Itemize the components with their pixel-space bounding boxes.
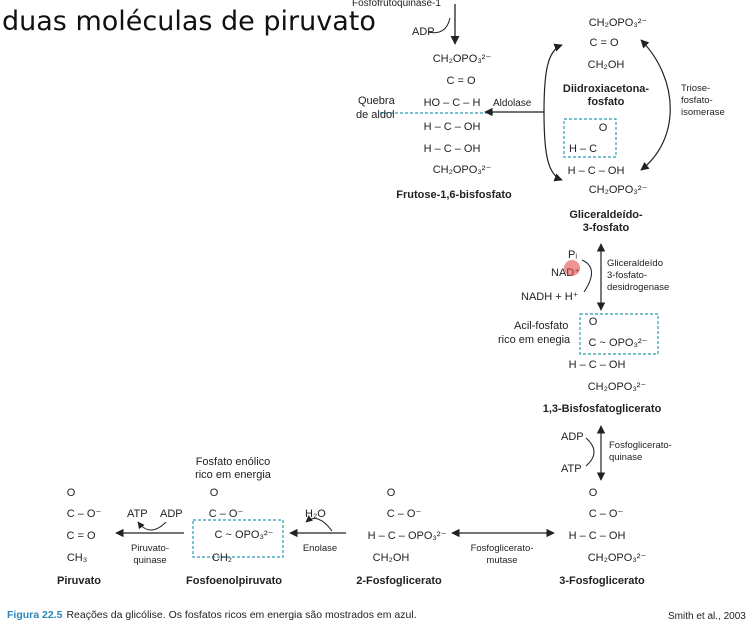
pg3-name: 3-Fosfoglicerato [559, 575, 645, 587]
structure-row: C = O [446, 75, 475, 87]
water-curve [305, 515, 333, 532]
bpg-structure: O C ~ OPO₃²⁻ H – C – OH CH₂OPO₃²⁻ [569, 316, 648, 393]
structure-row: C = O [589, 37, 618, 49]
structure-row: C – O⁻ [387, 508, 422, 520]
cleavage-label: Quebra [358, 95, 396, 107]
slide-title: duas moléculas de piruvato [2, 6, 376, 37]
pg3-structure: O C – O⁻ H – C – OH CH₂OPO₃²⁻ [569, 487, 647, 564]
structure-row: CH₂OPO₃²⁻ [589, 184, 648, 196]
adp-label: ADP [412, 26, 435, 38]
pep-label: rico em energia [195, 469, 272, 481]
adp-label: ADP [561, 431, 584, 443]
isomerase-label: fosfato- [681, 95, 713, 106]
structure-row: O [67, 487, 76, 499]
structure-row: O [589, 316, 598, 328]
pk-enzyme: quinase [133, 555, 166, 566]
structure-row: H – C – OH [568, 165, 625, 177]
isomerase-label: Triose- [681, 83, 710, 94]
dihidroxi-name: Diidroxiacetona- [563, 83, 650, 95]
dihidroxi-structure: CH₂OPO₃²⁻ C = O CH₂OH [588, 17, 648, 71]
structure-row: C ~ OPO₃²⁻ [589, 337, 648, 349]
dihidroxi-name: fosfato [588, 96, 625, 108]
structure-row: H – C – OH [424, 121, 481, 133]
bpg-label: rico em enegia [498, 334, 571, 346]
frutose-structure: CH₂OPO₃²⁻ C = O HO – C – H H – C – OH H … [424, 53, 492, 176]
gapdh-enzyme: desidrogenase [607, 282, 669, 293]
pgk-curve [585, 437, 595, 467]
structure-row: O [599, 122, 608, 134]
pep-structure: O C – O⁻ C ~ OPO₃²⁻ CH₂ [209, 487, 274, 564]
structure-row: CH₂OPO₃²⁻ [588, 552, 647, 564]
pgk-enzyme: Fosfoglicerato- [609, 440, 672, 451]
split-arrow-down [543, 111, 563, 182]
energy-phosphate-box [579, 313, 659, 355]
adp-curve [427, 17, 451, 34]
frutose-name: Frutose-1,6-bisfosfato [396, 189, 512, 201]
piruvato-structure: O C – O⁻ C = O CH₃ [66, 487, 101, 564]
pep-name: Fosfoenolpiruvato [186, 575, 282, 587]
gapdh-enzyme: Gliceraldeído [607, 258, 663, 269]
structure-row: C – O⁻ [589, 508, 624, 520]
isomerase-label: isomerase [681, 107, 725, 118]
isomerase-arrow [640, 39, 671, 171]
adp-label: ADP [160, 508, 183, 520]
nadh-label: NADH + H⁺ [521, 291, 579, 303]
mutase-enzyme: Fosfoglicerato- [471, 543, 534, 554]
structure-row: HO – C – H [424, 97, 481, 109]
figure-number: Figura 22.5 [7, 609, 63, 621]
gliceraldeido-structure: O H – C H – C – OH CH₂OPO₃²⁻ [568, 122, 648, 196]
split-arrow-up [543, 43, 563, 113]
cofactor-curve [581, 259, 592, 293]
caption-text: Reações da glicólise. Os fosfatos ricos … [66, 609, 417, 621]
aldolase-label: Aldolase [493, 98, 532, 109]
pk-enzyme: Piruvato- [131, 543, 169, 554]
structure-row: H – C – OH [424, 143, 481, 155]
structure-row: CH₂OPO₃²⁻ [588, 381, 647, 393]
structure-row: CH₂OPO₃²⁻ [433, 164, 492, 176]
aldehyde-highlight-box [563, 118, 617, 158]
structure-row: C = O [66, 530, 95, 542]
structure-row: O [589, 487, 598, 499]
pgk-enzyme: quinase [609, 452, 642, 463]
enzyme-partial-label: Fosfofrutoquinase-1 [352, 0, 441, 9]
atp-label: ATP [127, 508, 148, 520]
piruvato-name: Piruvato [57, 575, 101, 587]
structure-row: C – O⁻ [67, 508, 102, 520]
structure-row: O [210, 487, 219, 499]
structure-row: H – C [569, 143, 597, 155]
structure-row: CH₂OH [373, 552, 410, 564]
gliceraldeido-name: 3-fosfato [583, 222, 630, 234]
energy-phosphate-box [192, 519, 284, 558]
structure-row: C ~ OPO₃²⁻ [215, 529, 274, 541]
structure-row: CH₃ [67, 552, 87, 564]
pep-label: Fosfato enólico [196, 456, 271, 468]
atp-label: ATP [561, 463, 582, 475]
gapdh-enzyme: 3-fosfato- [607, 270, 647, 281]
pi-label: Pᵢ [568, 249, 577, 261]
bpg-label: Acil-fosfato [514, 320, 568, 332]
structure-row: CH₂ [212, 552, 232, 564]
structure-row: CH₂OPO₃²⁻ [589, 17, 648, 29]
figure-credit: Smith et al., 2003 [668, 611, 746, 622]
structure-row: H – C – OH [569, 359, 626, 371]
structure-row: H – C – OH [569, 530, 626, 542]
pk-curve [137, 521, 167, 531]
pg2-structure: O C – O⁻ H – C – OPO₃²⁻ CH₂OH [368, 487, 447, 564]
structure-row: CH₂OPO₃²⁻ [433, 53, 492, 65]
pointer-cursor [564, 260, 580, 276]
structure-row: C – O⁻ [209, 508, 244, 520]
mutase-enzyme: mutase [486, 555, 517, 566]
bpg-name: 1,3-Bisfosfatoglicerato [543, 403, 662, 415]
structure-row: H – C – OPO₃²⁻ [368, 530, 447, 542]
structure-row: O [387, 487, 396, 499]
enolase-label: Enolase [303, 543, 337, 554]
structure-row: CH₂OH [588, 59, 625, 71]
gliceraldeido-name: Gliceraldeído- [569, 209, 643, 221]
cleavage-label: de aldol [356, 109, 395, 121]
water-label: H₂O [305, 508, 326, 520]
pg2-name: 2-Fosfoglicerato [356, 575, 442, 587]
